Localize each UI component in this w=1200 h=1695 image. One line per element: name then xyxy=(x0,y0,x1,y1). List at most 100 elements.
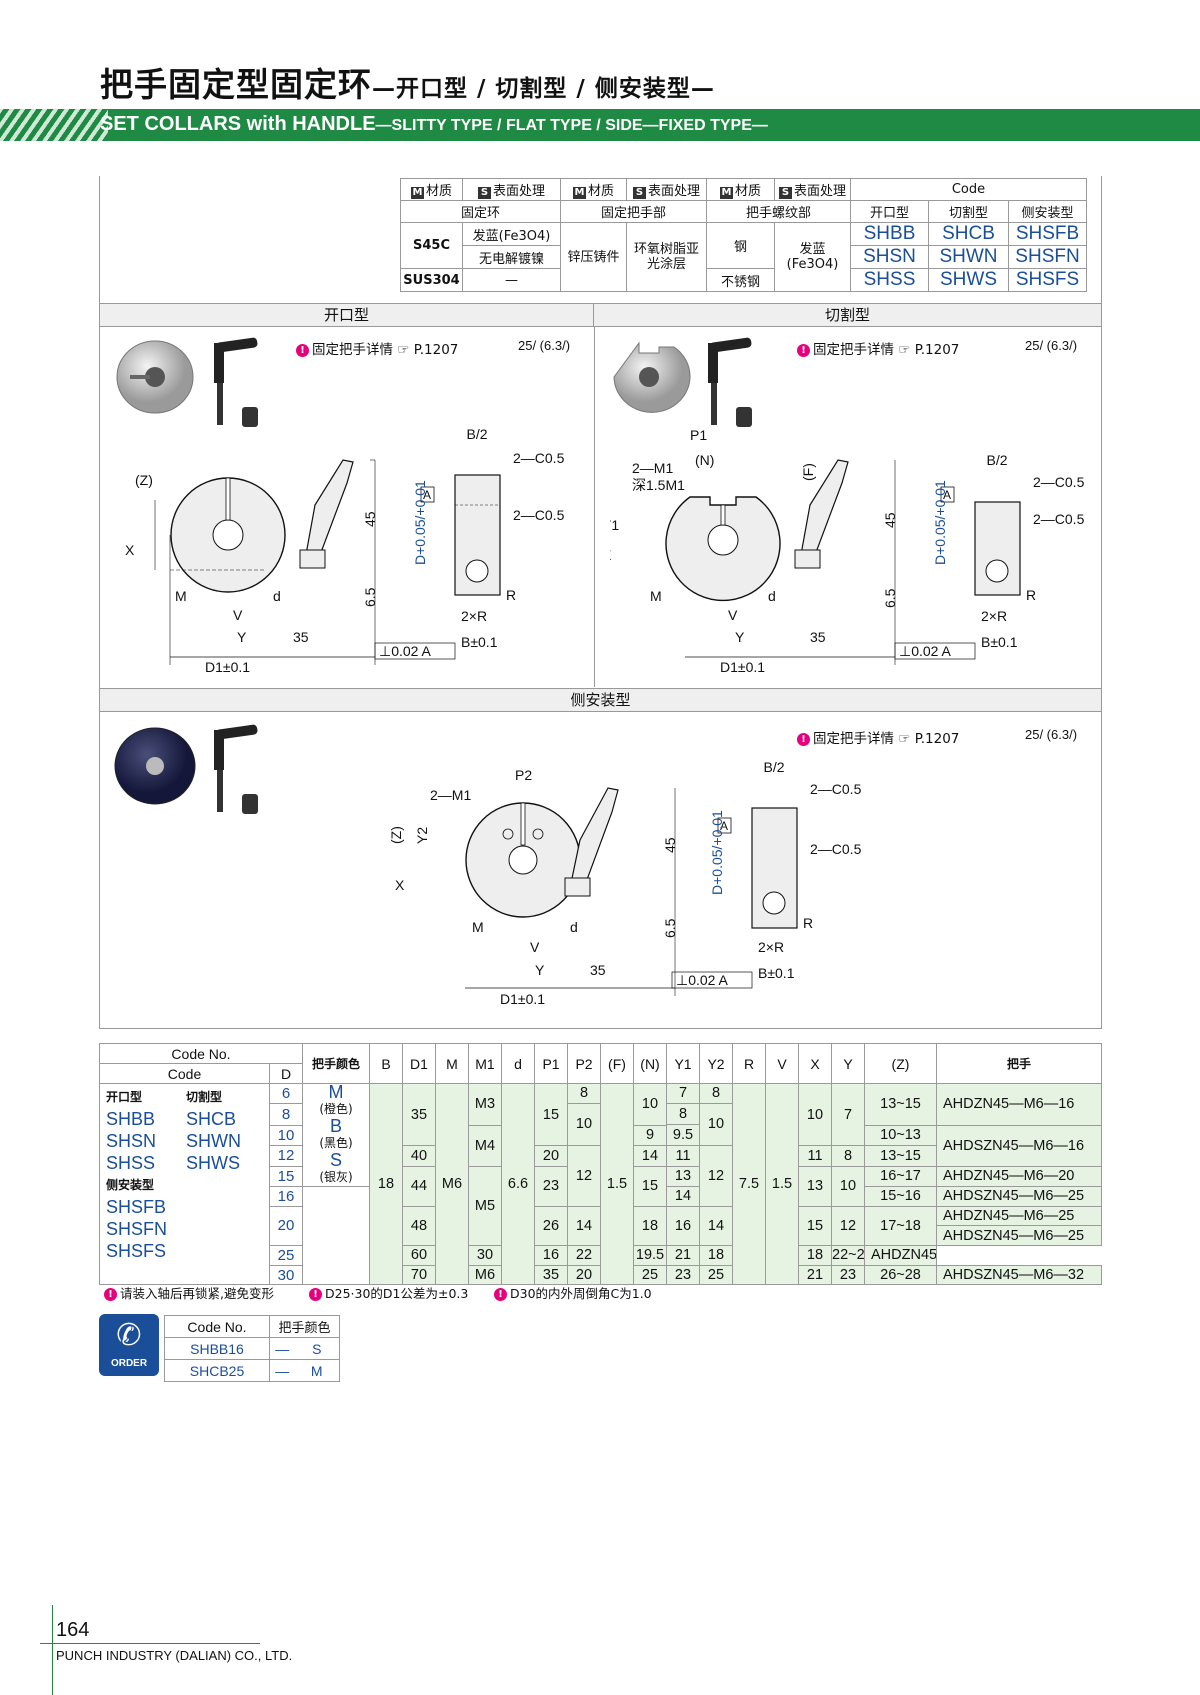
cell-handle: AHDSZN45—M6—32 xyxy=(936,1264,1102,1286)
perp-tolerance: ⊥0.02 A xyxy=(379,643,432,659)
dim-f: (F) xyxy=(800,463,816,481)
dim-r: R xyxy=(1026,587,1036,603)
side-drawing: P2 2—M1 (Z) Y2 X M d V Y 35 D1±0.1 45 6.… xyxy=(388,760,862,1007)
cell-y1: 19.5 xyxy=(633,1245,667,1266)
ring-material-sus304: SUS304 xyxy=(400,268,463,292)
code-cell: SHSFN xyxy=(1008,245,1087,269)
head-col: D1 xyxy=(402,1043,436,1084)
collar-slit xyxy=(720,504,726,526)
title-main: 把手固定型固定环 xyxy=(100,65,372,104)
collar-slit xyxy=(520,802,526,846)
slitty-drawing: (Z) X M d V Y 35 D1±0.1 45 6.5 B/2 2—C0.… xyxy=(125,426,565,675)
dim-y: Y xyxy=(237,629,247,645)
order-color: S xyxy=(294,1337,340,1360)
company-name: PUNCH INDUSTRY (DALIAN) CO., LTD. xyxy=(56,1648,293,1663)
cell-n: 18 xyxy=(633,1205,667,1247)
code-value: SHSFS xyxy=(106,1241,167,1261)
note-text: 固定把手详情 xyxy=(813,342,894,358)
cell-n: 9 xyxy=(633,1124,667,1147)
dim-c05: 2—C0.5 xyxy=(513,507,565,523)
code-value: SHSN xyxy=(106,1131,157,1151)
type-label: 开口型 xyxy=(106,1090,143,1104)
head-col: d xyxy=(501,1043,535,1084)
dim-45: 45 xyxy=(662,837,678,853)
dim-y: Y xyxy=(735,629,745,645)
dim-b2: B/2 xyxy=(763,760,784,775)
d-value: 10 xyxy=(269,1124,303,1147)
mat-label: 材质 xyxy=(734,184,761,199)
order-badge: ✆ ORDER xyxy=(99,1314,159,1376)
screw-material: 不锈钢 xyxy=(706,268,775,292)
spec-table: Code No. 把手颜色 B D1 M M1 d P1 P2 (F) (N) … xyxy=(99,1043,1102,1286)
code-cell: SHSS xyxy=(850,268,929,292)
cell-b: 18 xyxy=(369,1082,403,1286)
code-value: SHWS xyxy=(186,1153,240,1173)
collar-bore xyxy=(707,524,739,556)
note-page: P.1207 xyxy=(914,731,960,747)
collar-bore xyxy=(212,519,244,551)
code-value: SHSS xyxy=(106,1153,156,1173)
order-label: ORDER xyxy=(110,1358,148,1369)
dim-d-tol: D+0.05/+0.01 xyxy=(932,480,948,565)
code-cell: SHSFS xyxy=(1008,268,1087,292)
d-value: 6 xyxy=(269,1082,303,1105)
title-banner xyxy=(0,109,1200,141)
cell-n: 22 xyxy=(567,1245,601,1266)
cell-x: 15 xyxy=(798,1205,832,1247)
cell-handle: AHDSZN45—M6—16 xyxy=(936,1124,1102,1167)
code-cell: SHWS xyxy=(928,268,1009,292)
cell-m1: M6 xyxy=(468,1264,502,1286)
handle-base xyxy=(299,549,326,569)
mat-label: 材质 xyxy=(425,184,452,199)
dim-b2: B/2 xyxy=(986,452,1007,468)
cell-handle: AHDZN45—M6—25 xyxy=(936,1205,1102,1227)
cell-x: 18 xyxy=(699,1245,733,1266)
footnote-text: 请装入轴后再锁紧,避免变形 xyxy=(120,1286,274,1301)
cell-p2: 16 xyxy=(534,1245,568,1266)
code-col-slitty: 开口型 xyxy=(850,200,929,223)
note-page: P.1207 xyxy=(413,342,459,358)
cell-x: 13 xyxy=(798,1165,832,1207)
code-head: Code xyxy=(850,178,1087,201)
cell-d1: 60 xyxy=(402,1245,436,1266)
cell-z: 10~13 xyxy=(864,1124,937,1147)
cell-p1: 15 xyxy=(534,1082,568,1147)
code-value: SHWN xyxy=(186,1131,241,1151)
cell-p2: 14 xyxy=(567,1205,601,1247)
cell-p2: 10 xyxy=(567,1102,601,1147)
dim-c05: 2—C0.5 xyxy=(1033,511,1085,527)
code-col-side: 侧安装型 xyxy=(1008,200,1087,223)
dim-v: V xyxy=(233,607,243,623)
d-value: 30 xyxy=(269,1264,303,1286)
cell-y1: 7 xyxy=(666,1083,700,1104)
head-col: (Z) xyxy=(864,1043,937,1084)
dim-y: Y xyxy=(535,962,545,978)
cell-p2: 20 xyxy=(567,1264,601,1286)
cell-z: 16~17 xyxy=(864,1165,937,1187)
dim-45: 45 xyxy=(882,512,898,528)
color-cell-blank xyxy=(302,1185,370,1286)
slitty-product-photo xyxy=(116,337,258,427)
dim-b: B±0.1 xyxy=(461,634,498,650)
code-value: SHCB xyxy=(186,1109,237,1129)
footer-hline xyxy=(40,1643,260,1644)
type-label: 侧安装型 xyxy=(106,1178,155,1192)
color-code: B xyxy=(329,1116,342,1136)
cell-z: 26~28 xyxy=(864,1264,937,1286)
cell-d1: 40 xyxy=(402,1145,436,1167)
dim-m: M xyxy=(650,588,662,604)
handle-lever xyxy=(569,787,619,889)
cell-d1: 44 xyxy=(402,1165,436,1207)
note-handle-ref: !固定把手详情 ☞ P.1207 xyxy=(296,338,458,358)
head-code-no: Code No. xyxy=(99,1043,303,1064)
note-icon: ! xyxy=(494,1288,507,1301)
dim-d-tol: D+0.05/+0.01 xyxy=(412,480,428,565)
cell-y1: 11 xyxy=(666,1145,700,1167)
cell-p1: 20 xyxy=(534,1145,568,1167)
code-value: SHBB xyxy=(106,1109,156,1129)
head-col: M xyxy=(435,1043,469,1084)
code-col-flat: 切割型 xyxy=(928,200,1009,223)
datum-a: A xyxy=(720,819,728,833)
treat-label: 表面处理 xyxy=(793,184,846,199)
